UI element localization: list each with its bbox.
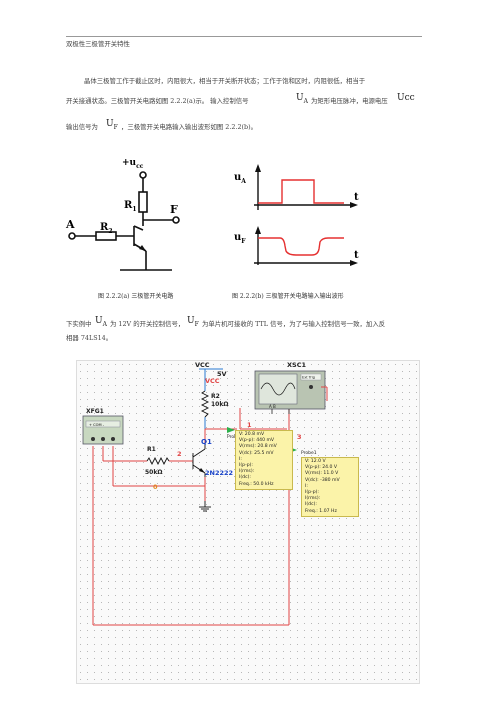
- uf-waveform: [258, 237, 344, 256]
- para1-line1: 晶体三极管工作于截止区时，内阻很大，相当于开关断开状态；工作于饱和区时，内阻很低…: [84, 77, 366, 85]
- r1-ref-label: R1: [147, 446, 156, 453]
- t-axis-label-1: t: [354, 192, 359, 203]
- xsc1-label: XSC1: [287, 361, 306, 369]
- probe2-readout: V: 20.8 mV V(p-p): 440 mV V(rms): 20.8 m…: [235, 430, 293, 490]
- output-f-label: F: [170, 203, 178, 216]
- uf-symbol-2: UF: [187, 316, 199, 328]
- q1-ref-label: Q1: [201, 438, 212, 446]
- probe2-label: Probe2: [227, 434, 243, 440]
- xfg1-label: XFG1: [86, 408, 104, 415]
- r2-ref-label: R2: [211, 393, 220, 400]
- ua-waveform: [258, 179, 344, 204]
- para1-line3b: ，三极管开关电路输入输出波形如图 2.2.2(b)。: [121, 123, 258, 131]
- ua-symbol: UA: [296, 93, 308, 105]
- ua-axis-label: uA: [234, 172, 246, 185]
- generator-terminals: + COM -: [89, 423, 105, 427]
- q1-part-label: 2N2222: [205, 469, 233, 477]
- probe1-readout: V: 12.0 V V(p-p): 24.0 V V(rms): 11.0 V …: [301, 457, 359, 517]
- io-waveforms: uA uF t t: [234, 164, 359, 266]
- node-2-label: 2: [177, 450, 182, 458]
- r1-value-label: 50kΩ: [145, 469, 162, 476]
- probe1-label: Probe1: [301, 450, 317, 456]
- para2-line2: 相器 74LS14。: [66, 334, 113, 342]
- vcc-source-label: VCC: [205, 377, 220, 385]
- vcc-label: +ucc: [122, 158, 144, 170]
- vcc-net-label: VCC: [195, 361, 210, 369]
- para2-line1c: 为单片机可接收的 TTL 信号，为了与输入控制信号一致，加入反: [202, 320, 386, 328]
- caption-a: 图 2.2.2(a) 三极管开关电路: [98, 293, 174, 300]
- node-3-label: 3: [297, 433, 302, 441]
- node-1-label: 1: [247, 421, 252, 429]
- simulation-canvas: + COM - XFG1 R1 50kΩ R2 10kΩ VCC VCC 5V …: [76, 360, 420, 684]
- doc-title: 双极性三极管开关特性: [66, 40, 130, 48]
- r2-value-label: 10kΩ: [211, 401, 228, 408]
- r1-label: R1: [124, 200, 137, 213]
- para2-line1a: 下实例中: [66, 320, 92, 328]
- header-rule: [66, 36, 422, 37]
- caption-b: 图 2.2.2(b) 三极管开关电路输入输出波形: [232, 293, 344, 300]
- scope-channel-labels: A B: [269, 404, 276, 409]
- para2-line1b: 为 12V 的开关控制信号，: [110, 320, 185, 328]
- scope-ext-trig: Ext Trig: [302, 376, 315, 380]
- ua-symbol-2: UA: [95, 316, 107, 328]
- para1-line2b: 为矩形电压脉冲，电源电压: [311, 97, 388, 105]
- r2-label: R2: [100, 222, 113, 235]
- para1-line3a: 输出信号为: [66, 123, 98, 131]
- node-0-label: 0: [153, 483, 158, 491]
- transistor-switch-circuit: +ucc R1 R2 A F: [65, 158, 180, 271]
- probe2-marker[interactable]: [227, 427, 235, 433]
- t-axis-label-2: t: [354, 250, 359, 261]
- vcc-value-label: 5V: [217, 370, 227, 378]
- uf-axis-label: uF: [234, 232, 246, 245]
- para1-line2a: 开关接通状态。三极管开关电路如图 2.2.2(a)示。 输入控制信号: [66, 97, 249, 105]
- ucc-symbol: Ucc: [397, 93, 415, 103]
- uf-symbol: UF: [106, 119, 118, 131]
- input-a-label: A: [65, 218, 75, 231]
